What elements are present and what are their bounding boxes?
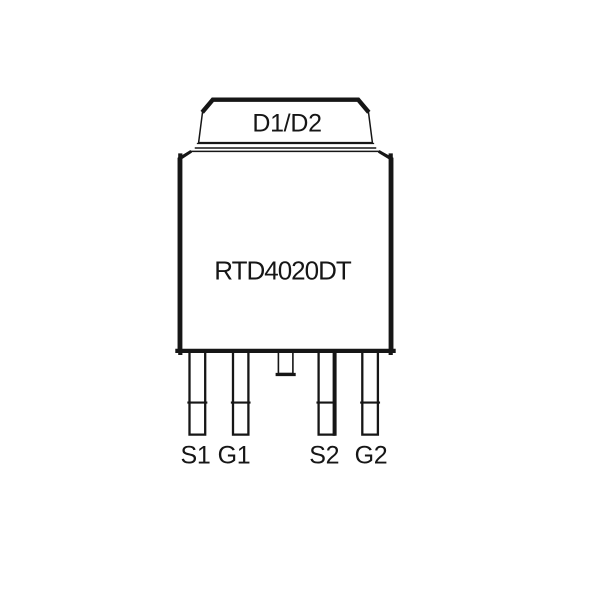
body-top-right-chamfer — [377, 150, 394, 161]
pin-g2-lead — [361, 350, 380, 436]
pin-label-s2: S2 — [309, 442, 339, 470]
package-outline — [175, 97, 396, 436]
pin-label-g1: G1 — [218, 442, 251, 470]
tab-label: D1/D2 — [252, 109, 321, 137]
body-top-left-chamfer — [177, 150, 193, 161]
pin-s2-lead — [317, 350, 336, 436]
pin-label-g2: G2 — [355, 442, 388, 470]
diagram-labels: D1/D2 RTD4020DT S1 G1 S2 G2 — [181, 109, 388, 469]
center-stub-pin — [277, 350, 294, 375]
pin-s1-lead — [188, 350, 207, 436]
pin-leads — [188, 350, 380, 436]
part-number-label: RTD4020DT — [214, 256, 352, 286]
tab-top-thick-edge — [200, 97, 371, 114]
pin-label-s1: S1 — [181, 442, 211, 470]
package-body — [177, 150, 394, 352]
pin-g1-lead — [231, 350, 250, 436]
